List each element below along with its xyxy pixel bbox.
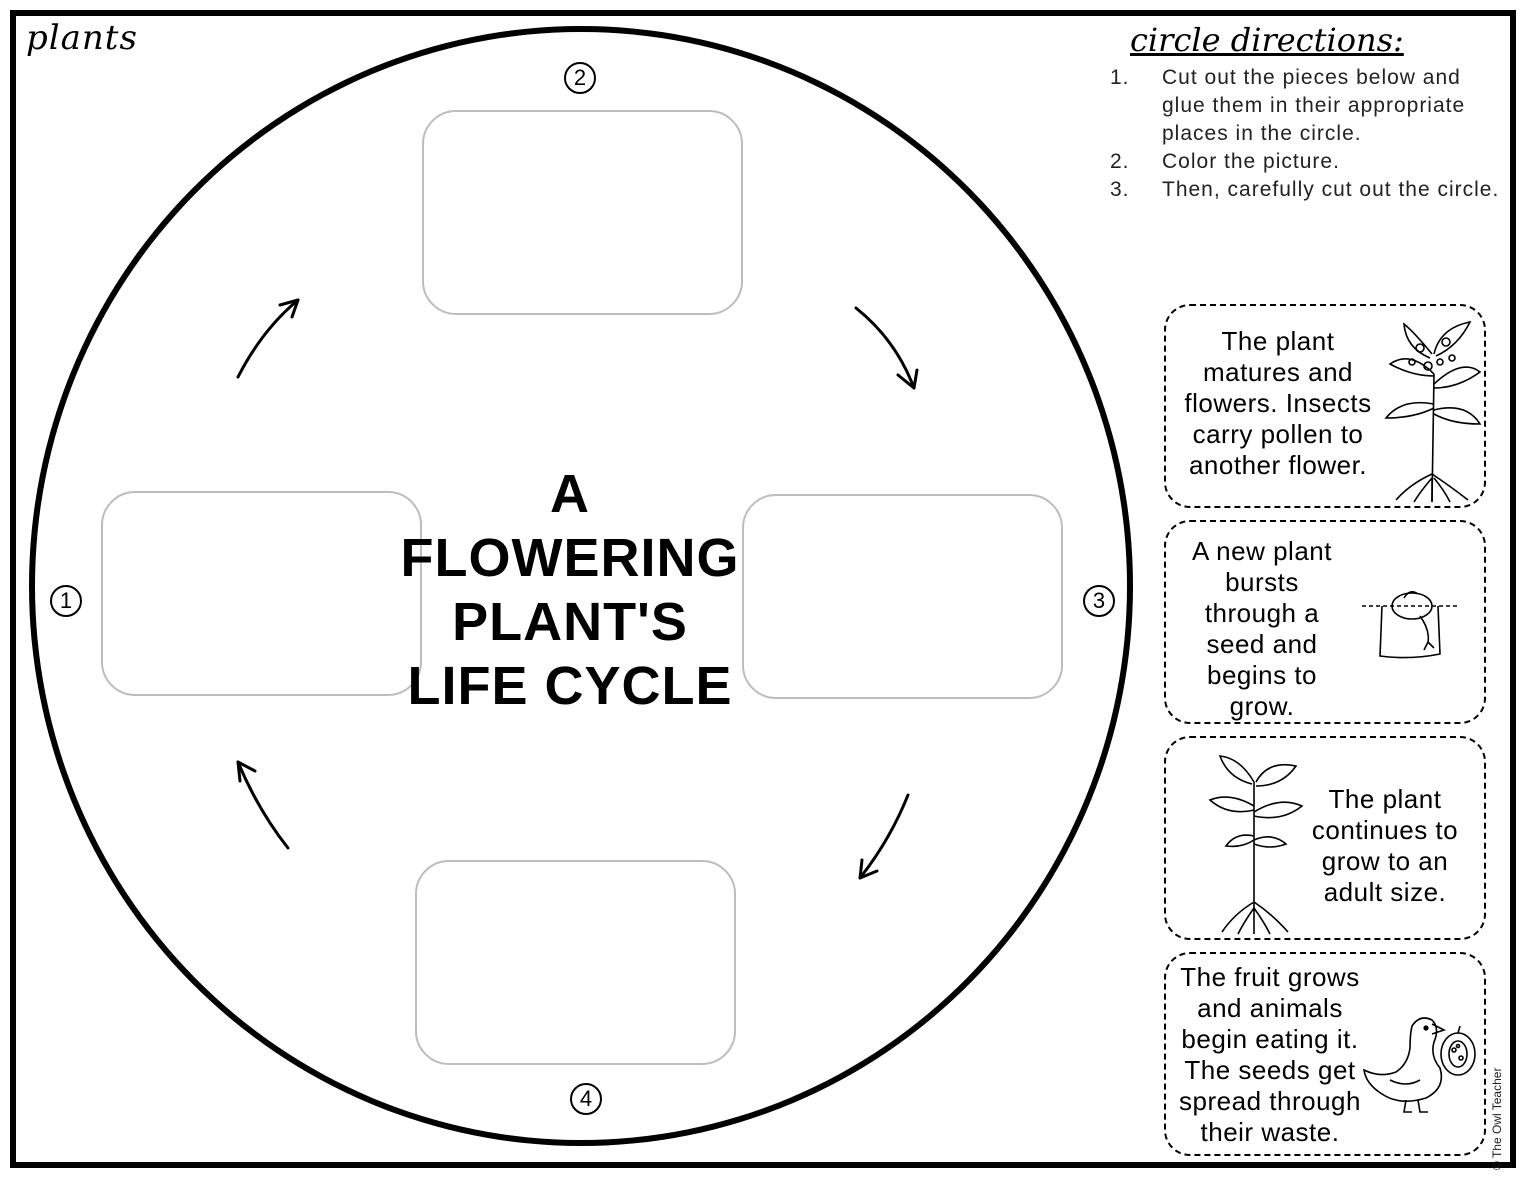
card-text: The plant continues to grow to an adult … — [1311, 784, 1459, 907]
glue-slot-2[interactable] — [422, 110, 743, 315]
title-line-1: A — [550, 464, 590, 524]
direction-item: 3. Then, carefully cut out the circle. — [1110, 176, 1500, 204]
cycle-title: A FLOWERING PLANT'S LIFE CYCLE — [400, 462, 740, 718]
direction-item: 2. Color the picture. — [1110, 148, 1500, 176]
arrow-up-left-icon — [236, 760, 290, 850]
sprouting-seed-icon — [1362, 590, 1458, 659]
adult-plant-icon — [1208, 755, 1304, 935]
direction-number: 1. — [1110, 66, 1130, 89]
title-line-4: LIFE CYCLE — [407, 656, 733, 716]
glue-slot-3[interactable] — [742, 494, 1063, 699]
title-line-2: FLOWERING — [400, 528, 740, 588]
direction-number: 3. — [1110, 178, 1130, 201]
duck-and-fruit-icon — [1362, 1017, 1476, 1113]
flowering-plant-icon — [1384, 320, 1482, 503]
card-text: The fruit grows and animals begin eating… — [1179, 962, 1361, 1147]
cycle-arrows — [236, 298, 919, 880]
slot-number-3: 3 — [1083, 585, 1115, 617]
direction-number: 2. — [1110, 150, 1130, 173]
direction-text: Cut out the pieces below and glue them i… — [1162, 66, 1466, 145]
card-text: The plant matures and flowers. Insects c… — [1184, 326, 1372, 480]
directions-list: 1. Cut out the pieces below and glue them… — [1110, 64, 1500, 204]
arrow-down-left-icon — [858, 793, 910, 880]
card-text: A new plant bursts through a seed and be… — [1192, 536, 1332, 721]
direction-text: Then, carefully cut out the circle. — [1162, 178, 1500, 201]
cutout-card-fruit[interactable]: The fruit grows and animals begin eating… — [1164, 952, 1486, 1156]
cutout-card-sprouting[interactable]: A new plant bursts through a seed and be… — [1164, 520, 1486, 724]
credit-text: © The Owl Teacher — [1490, 1067, 1504, 1170]
directions-heading: circle directions: — [1130, 21, 1404, 59]
arrow-up-right-icon — [236, 298, 300, 379]
direction-text: Color the picture. — [1162, 150, 1340, 173]
slot-number-1: 1 — [50, 585, 82, 617]
glue-slot-1[interactable] — [101, 491, 422, 696]
glue-slot-4[interactable] — [415, 860, 736, 1065]
title-line-3: PLANT'S — [452, 592, 688, 652]
cutout-card-adult[interactable]: The plant continues to grow to an adult … — [1164, 736, 1486, 940]
slot-number-2: 2 — [564, 62, 596, 94]
circle-directions: circle directions: 1. Cut out the pieces … — [1110, 20, 1500, 204]
slot-number-4: 4 — [570, 1083, 602, 1115]
direction-item: 1. Cut out the pieces below and glue them… — [1110, 64, 1500, 148]
arrow-down-right-icon — [854, 306, 919, 390]
cutout-card-flowering[interactable]: The plant matures and flowers. Insects c… — [1164, 304, 1486, 508]
subject-label: plants — [26, 18, 138, 58]
life-cycle-circle — [29, 26, 1133, 1146]
